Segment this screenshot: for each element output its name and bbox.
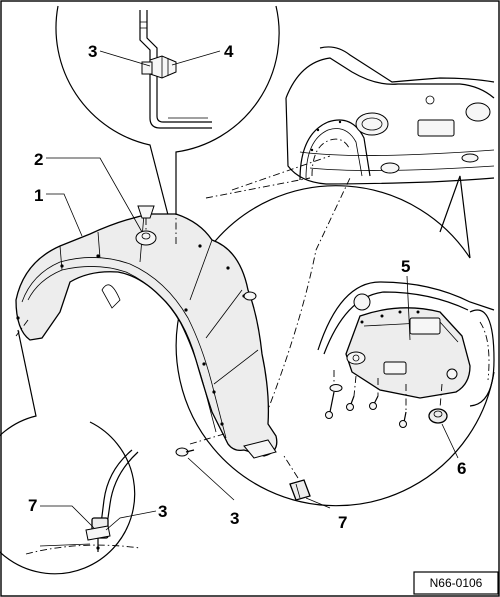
right-detail-circle	[175, 175, 495, 507]
callout-6: 6	[441, 423, 466, 478]
svg-text:7: 7	[338, 513, 347, 532]
svg-text:4: 4	[224, 42, 234, 61]
screw-3-lower: 3	[175, 433, 239, 528]
svg-text:2: 2	[34, 150, 43, 169]
clip-7-lower: 7	[283, 455, 347, 532]
svg-text:N66-0106: N66-0106	[430, 576, 483, 590]
reference-lines	[205, 155, 351, 431]
svg-text:3: 3	[158, 502, 167, 521]
car-rear-view	[285, 46, 495, 185]
callout-5: 5	[401, 257, 410, 341]
callout-7-bottom-left: 7	[28, 496, 95, 529]
svg-text:7: 7	[28, 496, 37, 515]
callout-3-top: 3	[88, 42, 151, 67]
callout-2: 2	[34, 150, 143, 233]
svg-text:6: 6	[457, 459, 466, 478]
wheel-housing-liner	[15, 152, 278, 459]
nut-6-shape	[428, 408, 448, 424]
svg-text:3: 3	[230, 509, 239, 528]
svg-text:1: 1	[34, 186, 43, 205]
cover-screws	[325, 370, 407, 428]
reference-code-box: N66-0106	[413, 571, 499, 595]
bottom-left-detail-circle	[0, 329, 141, 575]
callout-1: 1	[34, 186, 83, 237]
svg-text:3: 3	[88, 42, 97, 61]
callout-4: 4	[171, 42, 234, 66]
callout-3-bottom-left: 3	[105, 502, 167, 531]
svg-text:5: 5	[401, 257, 410, 276]
